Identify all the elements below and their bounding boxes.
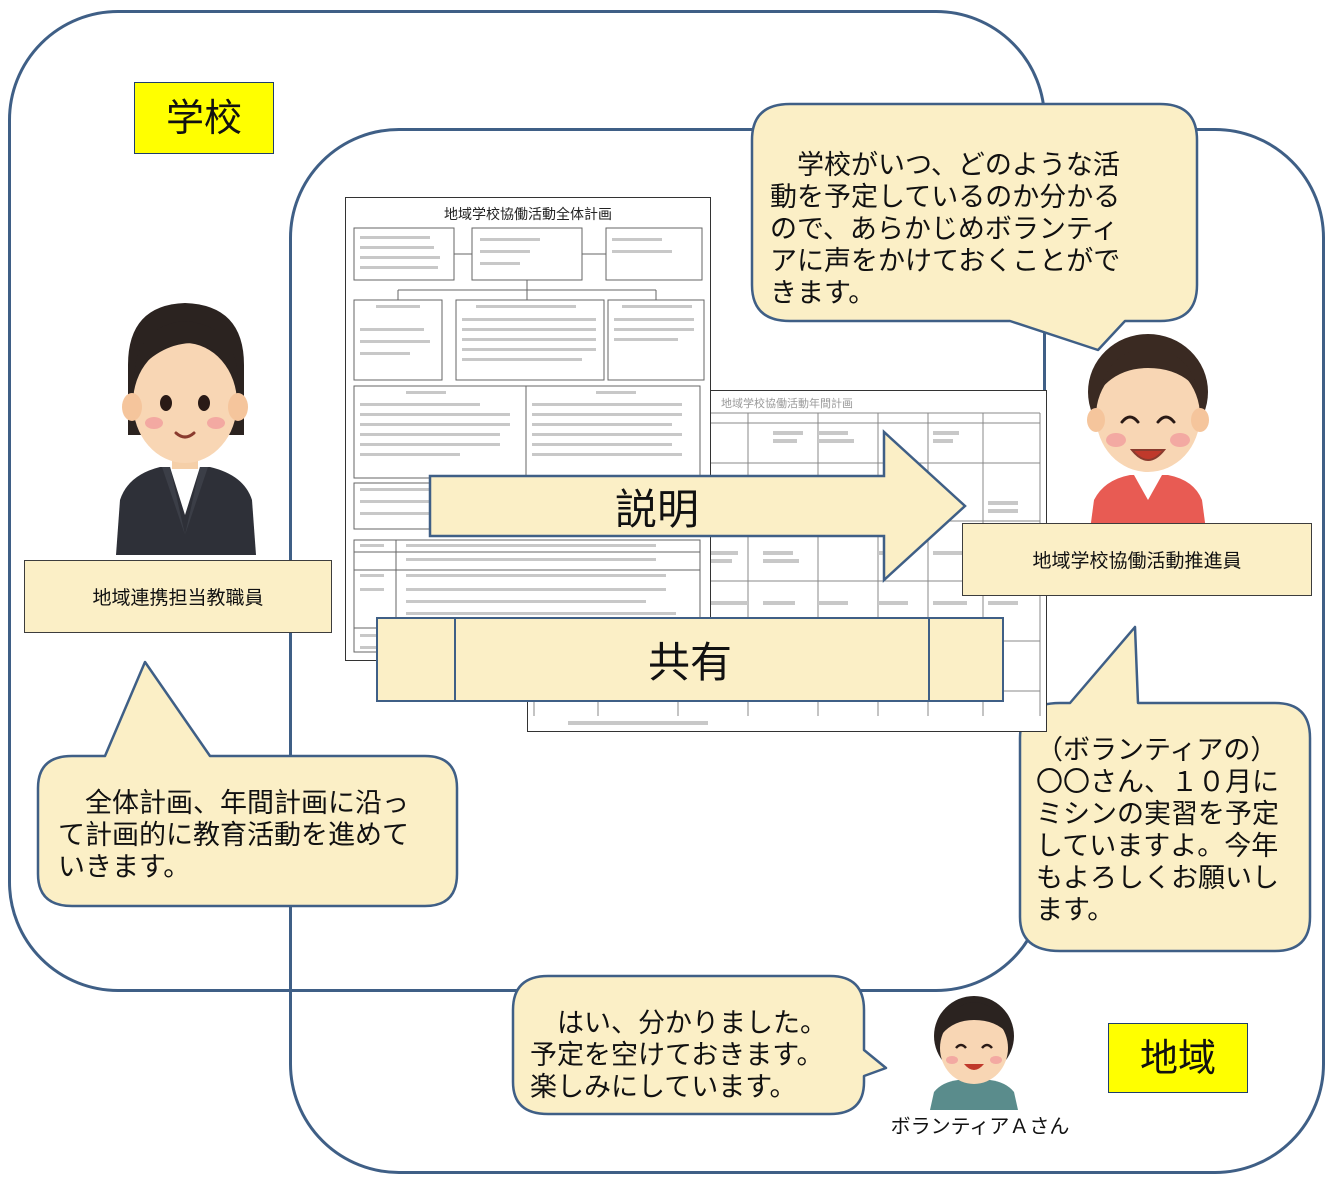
teacher-speech-line: て計画的に教育活動を進めて: [58, 820, 409, 851]
region-label: 地域: [1108, 1023, 1248, 1093]
coordinator-speech-line: ので、あらかじめボランティ: [770, 214, 1119, 245]
share-banner-divider: [928, 619, 930, 700]
annual-plan-title: 地域学校協働活動年間計画: [721, 397, 853, 410]
volunteer-speech-bubble: [511, 974, 888, 1116]
volunteer-speech-text: はい、分かりました。 予定を空けておきます。 楽しみにしています。: [530, 1008, 860, 1104]
volunteer-illustration: [930, 996, 1018, 1110]
volunteer-speech-line: はい、分かりました。: [530, 1008, 827, 1039]
coordinator-to-volunteer-line: ます。: [1036, 895, 1115, 926]
school-label: 学校: [134, 82, 274, 154]
share-banner-divider: [454, 619, 456, 700]
teacher-illustration: [116, 303, 256, 555]
coordinator-to-volunteer-text: （ボランティアの） 〇〇さん、１０月に ミシンの実習を予定 していますよ。今年 …: [1036, 735, 1302, 927]
volunteer-speech-line: 予定を空けておきます。: [530, 1040, 824, 1071]
coordinator-speech-line: 学校がいつ、どのような活: [770, 150, 1120, 181]
overall-plan-title: 地域学校協働活動全体計画: [444, 207, 612, 223]
volunteer-name: ボランティアＡさん: [890, 1114, 1070, 1138]
teacher-speech-bubble: [36, 660, 459, 908]
teacher-name-box: 地域連携担当教職員: [24, 560, 332, 633]
coordinator-to-volunteer-line: （ボランティアの）: [1036, 735, 1278, 766]
teacher-speech-text: 全体計画、年間計画に沿っ て計画的に教育活動を進めて いきます。: [58, 788, 454, 884]
teacher-speech-line: 全体計画、年間計画に沿っ: [58, 788, 409, 819]
coordinator-speech-text: 学校がいつ、どのような活 動を予定しているのか分かる ので、あらかじめボランティ…: [770, 150, 1190, 310]
coordinator-speech-line: 動を予定しているのか分かる: [770, 182, 1121, 213]
coordinator-illustration: [1087, 334, 1209, 530]
coordinator-speech-bubble: [750, 102, 1199, 352]
coordinator-name-box: 地域学校協働活動推進員: [962, 523, 1312, 596]
volunteer-speech-line: 楽しみにしています。: [530, 1072, 797, 1103]
overall-plan-grid: [353, 227, 705, 653]
teacher-speech-line: いきます。: [58, 852, 191, 883]
share-label: 共有: [647, 638, 732, 687]
coordinator-to-volunteer-line: 〇〇さん、１０月に: [1036, 767, 1279, 798]
coordinator-to-volunteer-line: もよろしくお願いし: [1036, 863, 1279, 894]
coordinator-to-volunteer-line: ミシンの実習を予定: [1036, 799, 1279, 830]
coordinator-speech-line: きます。: [770, 278, 876, 309]
share-banner: [376, 617, 1004, 702]
coordinator-to-volunteer-line: していますよ。今年: [1036, 831, 1279, 862]
coordinator-speech-line: アに声をかけておくことがで: [770, 246, 1121, 277]
overall-plan-document: 地域学校協働活動全体計画: [345, 197, 711, 661]
explain-label: 説明: [614, 484, 699, 534]
